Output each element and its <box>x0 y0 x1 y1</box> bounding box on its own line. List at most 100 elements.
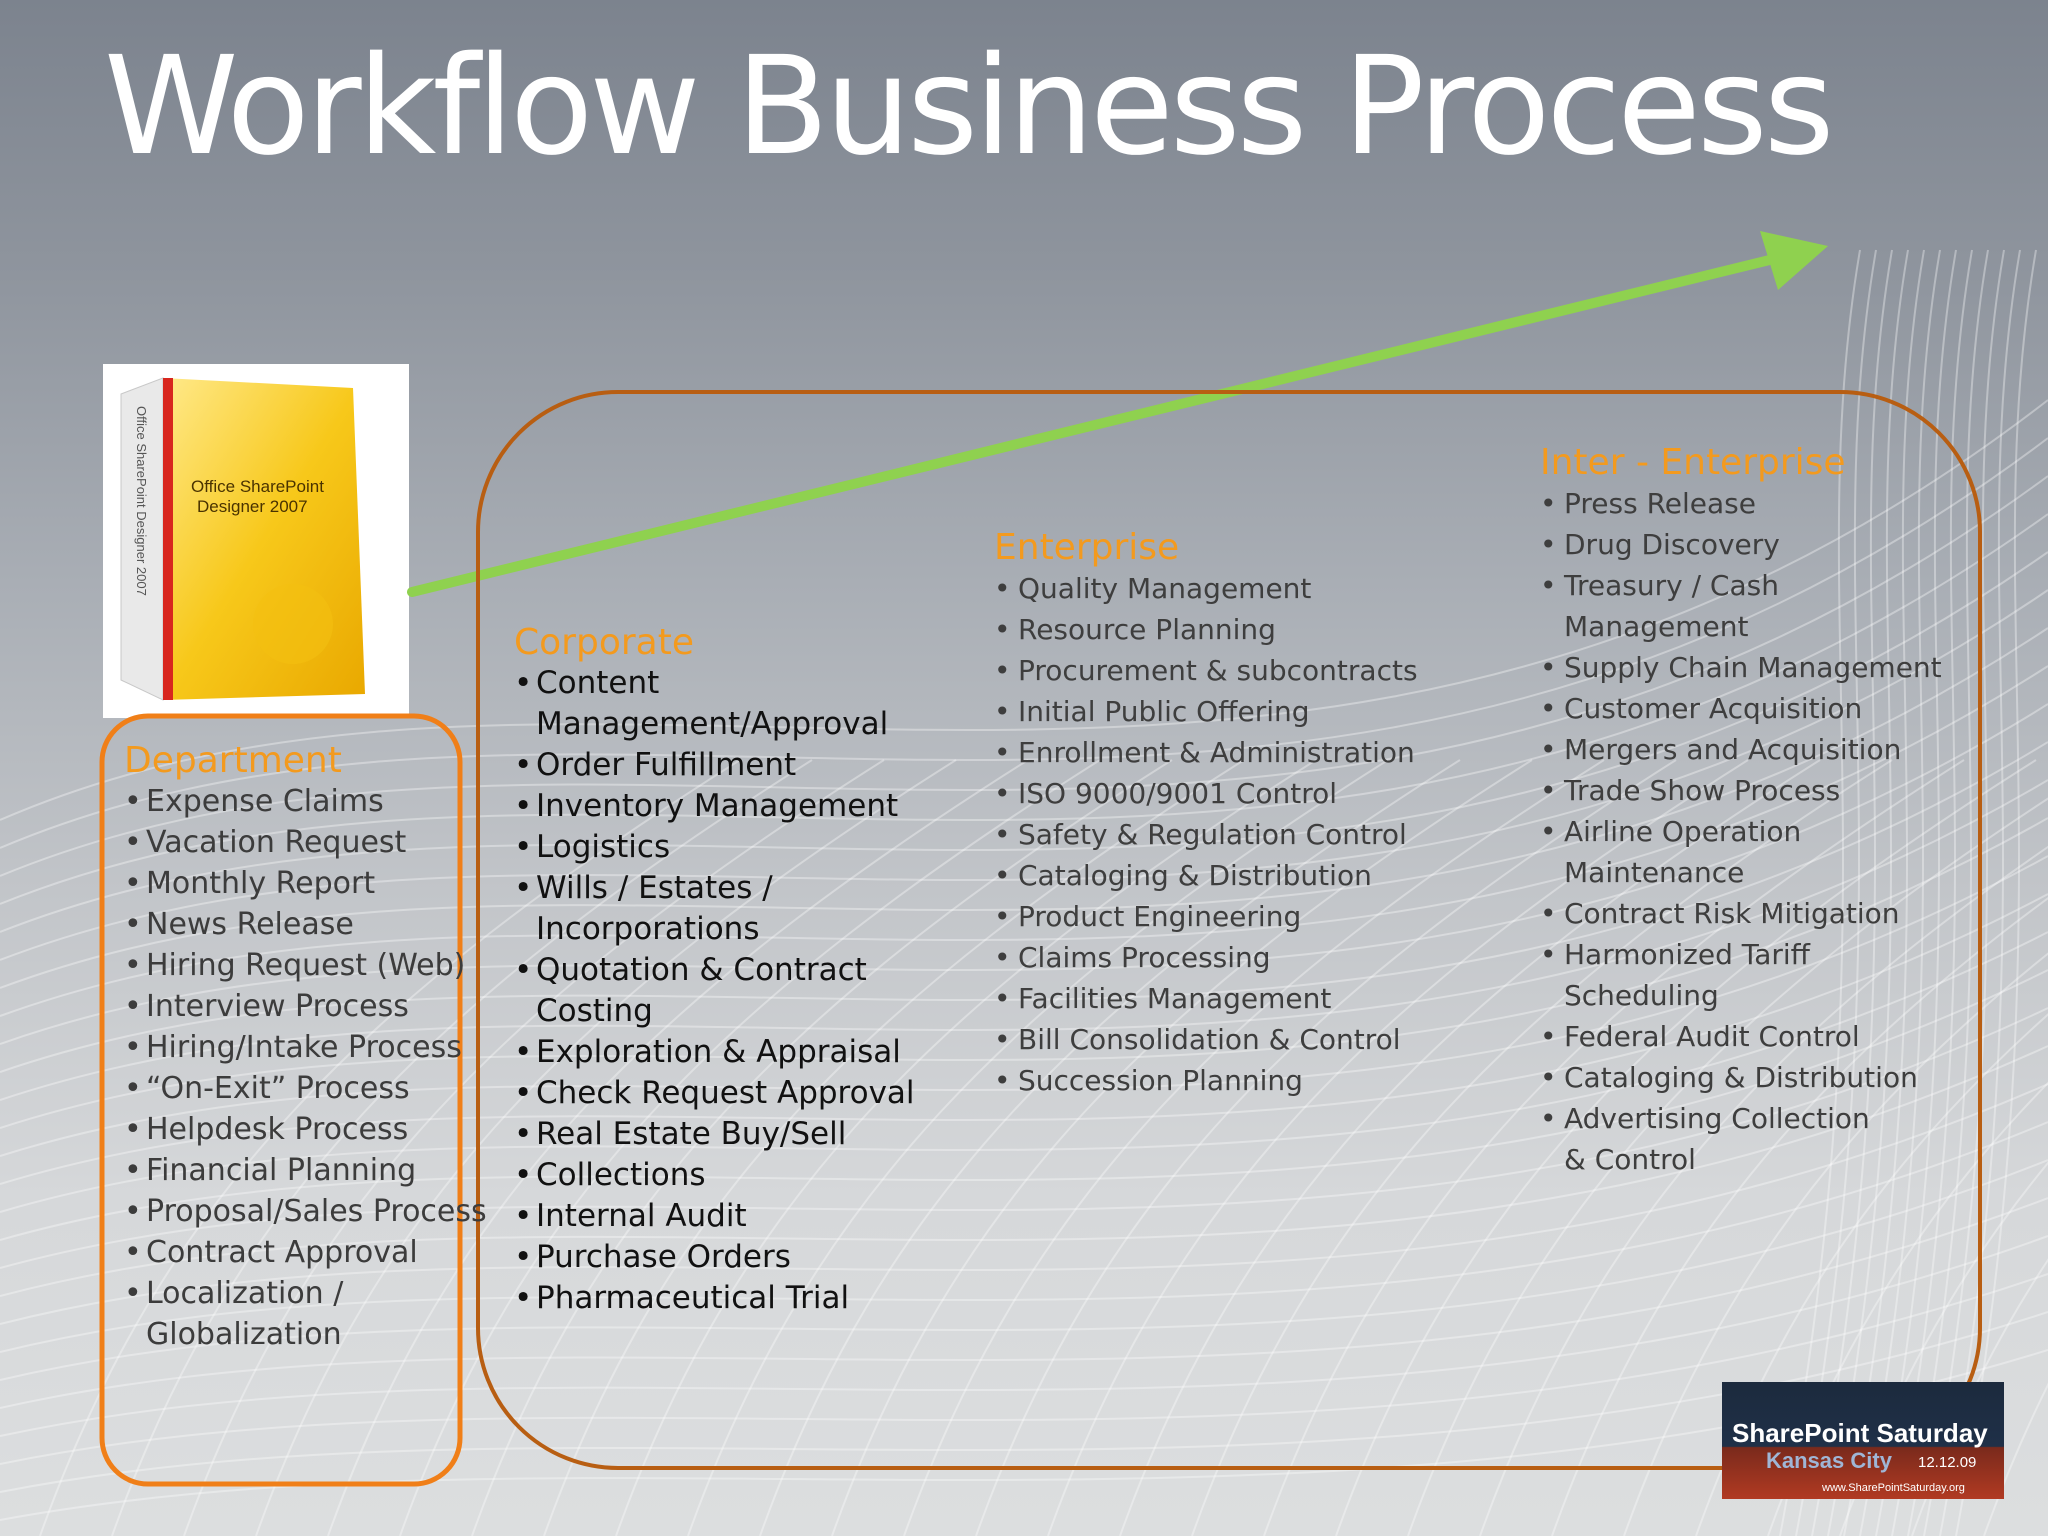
list-item-text: Purchase Orders <box>536 1239 791 1275</box>
list-item-text: Internal Audit <box>536 1198 747 1234</box>
list-item: •Purchase Orders <box>514 1237 915 1278</box>
list-item: •Resource Planning <box>994 609 1418 650</box>
list-item-text: “On-Exit” Process <box>146 1071 410 1106</box>
list-item-text: Logistics <box>536 829 671 865</box>
list-item: •Procurement & subcontracts <box>994 650 1418 691</box>
inter-enterprise-list: •Press Release•Drug Discovery•Treasury /… <box>1540 483 1942 1180</box>
list-item-text: Collections <box>536 1157 706 1193</box>
list-item: •Contract Approval <box>124 1232 487 1273</box>
inter-enterprise-heading: Inter - Enterprise <box>1540 442 1846 483</box>
list-item-text: Drug Discovery <box>1564 528 1780 561</box>
list-item: •Claims Processing <box>994 937 1418 978</box>
enterprise-heading: Enterprise <box>994 527 1180 568</box>
box-spine-text: Office SharePoint Designer 2007 <box>134 406 149 596</box>
bullet-icon: • <box>124 1030 142 1065</box>
list-item: •Safety & Regulation Control <box>994 814 1418 855</box>
bullet-icon: • <box>1540 528 1557 561</box>
list-item: •Cataloging & Distribution <box>994 855 1418 896</box>
list-item-text: Contract Risk Mitigation <box>1564 897 1900 930</box>
list-item: •Helpdesk Process <box>124 1109 487 1150</box>
list-item-text: Content <box>536 665 660 701</box>
bullet-icon: • <box>124 1071 142 1106</box>
department-list: •Expense Claims•Vacation Request•Monthly… <box>124 781 487 1355</box>
list-item-text: Initial Public Offering <box>1018 695 1310 728</box>
badge-line1: SharePoint Saturday <box>1732 1418 1988 1448</box>
list-item: •Internal Audit <box>514 1196 915 1237</box>
bullet-icon: • <box>514 829 533 865</box>
bullet-icon: • <box>1540 1061 1557 1094</box>
list-item: •Logistics <box>514 827 915 868</box>
product-box-image: Office SharePoint Designer 2007 Office S… <box>103 364 409 718</box>
sharepoint-saturday-logo: SharePoint Saturday Kansas City 12.12.09… <box>1722 1382 2004 1499</box>
list-item: •Enrollment & Administration <box>994 732 1418 773</box>
corporate-heading: Corporate <box>514 622 694 663</box>
list-item-text: Localization / <box>146 1276 344 1311</box>
list-item: •Cataloging & Distribution <box>1540 1057 1942 1098</box>
bullet-icon: • <box>1540 897 1557 930</box>
list-item: •Trade Show Process <box>1540 770 1942 811</box>
list-item: •Real Estate Buy/Sell <box>514 1114 915 1155</box>
list-item-text: Press Release <box>1564 487 1756 520</box>
bullet-icon: • <box>514 1075 533 1111</box>
list-item-text: Maintenance <box>1564 856 1745 889</box>
enterprise-outline <box>476 390 1982 1470</box>
bullet-icon: • <box>1540 938 1557 971</box>
department-column: Department •Expense Claims•Vacation Requ… <box>124 740 487 1355</box>
list-item: •Interview Process <box>124 986 487 1027</box>
list-item-text: Helpdesk Process <box>146 1112 409 1147</box>
bullet-icon: • <box>124 1194 142 1229</box>
bullet-icon: • <box>994 736 1011 769</box>
list-item: •Succession Planning <box>994 1060 1418 1101</box>
bullet-icon: • <box>1540 651 1557 684</box>
list-item: •Supply Chain Management <box>1540 647 1942 688</box>
list-item-text: Safety & Regulation Control <box>1018 818 1407 851</box>
list-item: •Hiring Request (Web) <box>124 945 487 986</box>
list-item-text: Interview Process <box>146 989 409 1024</box>
list-item-text: Bill Consolidation & Control <box>1018 1023 1401 1056</box>
list-item: •Pharmaceutical Trial <box>514 1278 915 1319</box>
list-item-text: Contract Approval <box>146 1235 418 1270</box>
list-item-text: Scheduling <box>1564 979 1719 1012</box>
bullet-icon: • <box>514 1239 533 1275</box>
list-item-text: Quotation & Contract <box>536 952 867 988</box>
list-item: •Press Release <box>1540 483 1942 524</box>
list-item-text: Succession Planning <box>1018 1064 1303 1097</box>
bullet-icon: • <box>124 948 142 983</box>
bullet-icon: • <box>124 1112 142 1147</box>
list-item-text: News Release <box>146 907 354 942</box>
bullet-icon: • <box>994 818 1011 851</box>
list-item-text: Globalization <box>146 1317 342 1352</box>
bullet-icon: • <box>124 1153 142 1188</box>
bullet-icon: • <box>994 982 1011 1015</box>
bullet-icon: • <box>514 1280 533 1316</box>
list-item-text: Costing <box>536 993 653 1029</box>
bullet-icon: • <box>994 941 1011 974</box>
list-item-text: Hiring/Intake Process <box>146 1030 462 1065</box>
badge-date: 12.12.09 <box>1918 1454 1977 1471</box>
department-outline <box>99 713 463 1487</box>
list-item: •Hiring/Intake Process <box>124 1027 487 1068</box>
list-item: •Localization / Globalization <box>124 1273 487 1355</box>
list-item-text: Monthly Report <box>146 866 376 901</box>
bullet-icon: • <box>124 1276 142 1311</box>
list-item: •Monthly Report <box>124 863 487 904</box>
list-item-text: Management/Approval <box>536 706 889 742</box>
list-item: •Initial Public Offering <box>994 691 1418 732</box>
list-item: •Wills / Estates /Incorporations <box>514 868 915 950</box>
list-item-text: Facilities Management <box>1018 982 1332 1015</box>
list-item-text: Inventory Management <box>536 788 899 824</box>
bullet-icon: • <box>994 654 1011 687</box>
slide-title: Workflow Business Process <box>104 28 1835 186</box>
list-item: •Proposal/Sales Process <box>124 1191 487 1232</box>
list-item-text: Real Estate Buy/Sell <box>536 1116 847 1152</box>
list-item-text: Federal Audit Control <box>1564 1020 1860 1053</box>
badge-line2: Kansas City <box>1766 1448 1892 1473</box>
bullet-icon: • <box>514 747 533 783</box>
list-item-text: Trade Show Process <box>1564 774 1841 807</box>
list-item: •Financial Planning <box>124 1150 487 1191</box>
list-item: •Mergers and Acquisition <box>1540 729 1942 770</box>
list-item-text: Check Request Approval <box>536 1075 915 1111</box>
list-item-text: Management <box>1564 610 1749 643</box>
